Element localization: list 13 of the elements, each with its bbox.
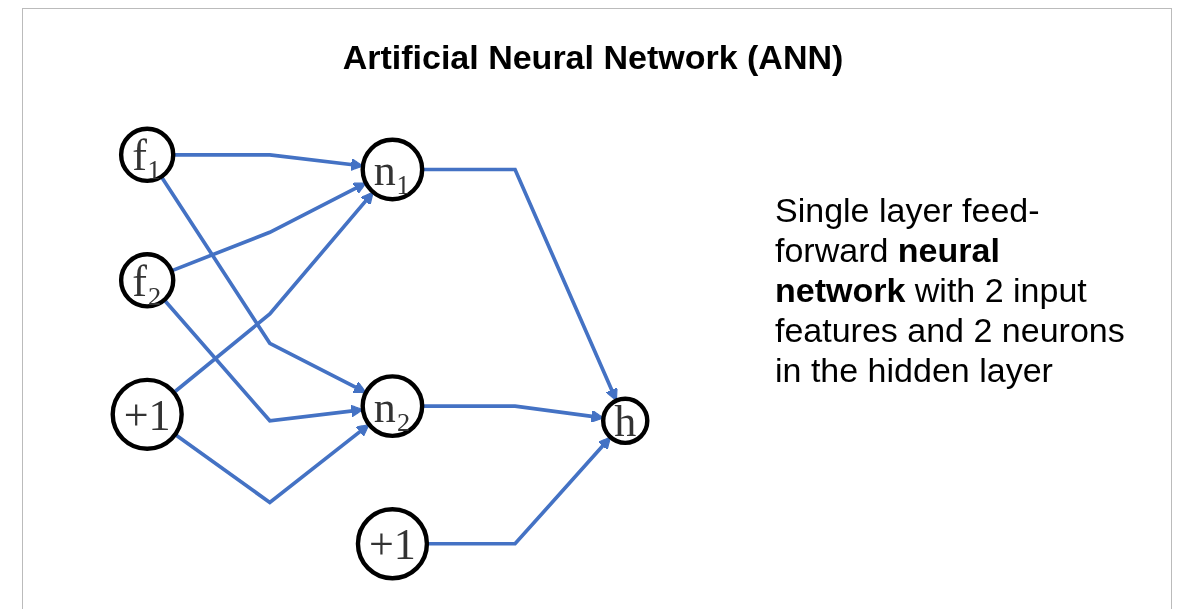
node-circle: +1 [355,507,430,581]
arrow [422,167,618,402]
title: Artificial Neural Network (ANN) [341,38,845,77]
arrow [159,175,367,394]
node-circle: f₂ [118,252,176,309]
node-circle: +1 [110,377,184,451]
node-circle: h [601,396,650,446]
node-circle: n₂ [360,374,425,439]
node-circle: n₁ [360,137,425,202]
arrow [174,423,370,505]
arrow [172,191,374,394]
description-text: Single layer feed-forward neural network with 2 input features and 2 neurons in the hidden layer [775,190,1126,391]
node-circle: f₁ [118,126,176,184]
